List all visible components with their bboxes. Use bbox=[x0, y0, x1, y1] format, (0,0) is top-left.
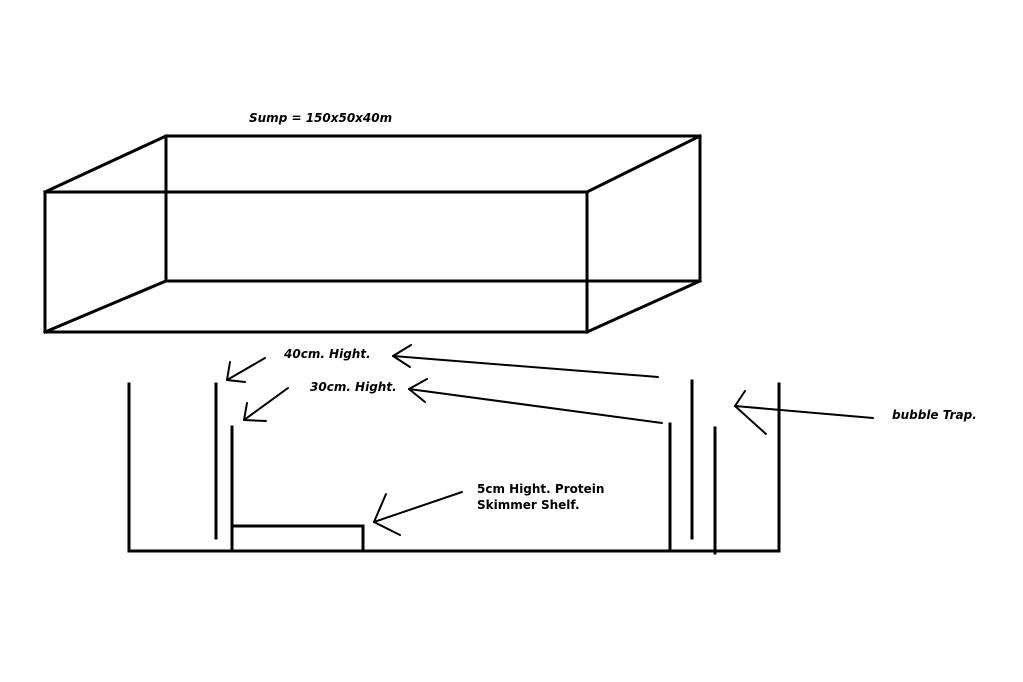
arrow-skimmer-shelf bbox=[373, 491, 463, 536]
label-bubble-trap: bubble Trap. bbox=[892, 408, 977, 422]
box-edge-bottom-right bbox=[585, 279, 702, 334]
arrow-right-40cm bbox=[392, 344, 659, 378]
annotation-arrows bbox=[226, 344, 874, 536]
arrow-bubble-trap bbox=[734, 390, 874, 435]
label-skimmer-shelf-line1: 5cm Hight. Protein bbox=[477, 482, 604, 496]
box-edge-top-left bbox=[43, 134, 168, 194]
sump-box-3d bbox=[43, 133, 703, 334]
label-skimmer-shelf-line2: Skimmer Shelf. bbox=[477, 498, 580, 512]
label-30cm-height: 30cm. Hight. bbox=[310, 380, 397, 394]
box-front-face bbox=[43, 190, 589, 334]
box-edge-bottom-left bbox=[43, 279, 168, 334]
box-edge-top-right bbox=[584, 133, 703, 195]
label-40cm-height: 40cm. Hight. bbox=[283, 347, 371, 361]
sump-title: Sump = 150x50x40m bbox=[249, 111, 392, 125]
box-back-face bbox=[164, 134, 702, 283]
arrow-right-30cm bbox=[408, 378, 663, 424]
skimmer-shelf bbox=[230, 524, 365, 553]
sump-side-view bbox=[127, 379, 781, 555]
arrow-left-30cm bbox=[243, 387, 289, 422]
arrow-left-40cm bbox=[226, 357, 266, 383]
